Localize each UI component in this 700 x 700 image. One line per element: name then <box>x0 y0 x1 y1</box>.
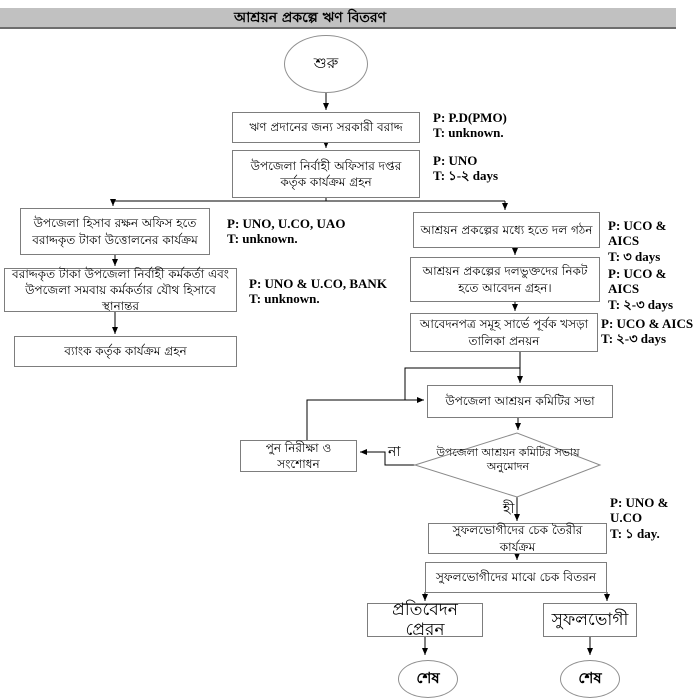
node-beneficiary: সুফলভোগী <box>543 603 637 637</box>
node-label: বরাদ্দকৃত টাকা উপজেলা নির্বাহী কর্মকর্তা… <box>12 266 229 314</box>
node-withdraw: উপজেলা হিসাব রক্ষন অফিস হতে বরাদ্দকৃত টা… <box>20 208 210 255</box>
edge-uno-split-left <box>110 199 505 206</box>
node-group-formation: আশ্রয়ন প্রকল্পের মধ্যে হতে দল গঠন <box>413 212 600 248</box>
node-label: আবেদনপত্র সমূহ সার্ভে পূর্বক খসড়া তালিক… <box>419 317 589 348</box>
annotation-draft-list: P: UCO & AICS T: ২-৩ days <box>601 316 694 347</box>
decision-diamond <box>413 432 602 498</box>
start-terminator: শুরু <box>284 35 368 93</box>
annotation-withdraw: P: UNO, U.CO, UAO T: unknown. <box>227 216 346 247</box>
node-label: সুফলভোগীদের চেক তৈরীর কার্যক্রম <box>452 523 583 554</box>
node-label: আশ্রয়ন প্রকল্পের মধ্যে হতে দল গঠন <box>420 222 593 237</box>
node-govt-allocation: ঋণ প্রদানের জন্য সরকারী বরাদ্দ <box>232 112 420 143</box>
edge-review-to-meeting <box>306 397 424 440</box>
node-label: পুন নিরীক্ষা ও সংশোধন <box>265 440 332 471</box>
node-committee-meeting: উপজেলা আশ্রয়ন কমিটির সভা <box>427 385 613 418</box>
node-decision: উপজেলা আশ্রয়ন কমিটির সভায় অনুমোদন <box>436 446 580 474</box>
annotation-cheque-prepare: P: UNO & U.CO T: ১ day. <box>610 495 669 541</box>
node-report: প্রতিবেদন প্রেরন <box>367 600 483 640</box>
annotation-uno-office: P: UNO T: ১-২ days <box>433 153 499 184</box>
edge-label-yes: হী <box>503 501 515 517</box>
node-application: আশ্রয়ন প্রকল্পের দলভুক্তদের নিকট হতে আব… <box>410 257 600 302</box>
edge-decision-no <box>360 449 415 466</box>
node-uno-office: উপজেলা নির্বাহী অফিসার দপ্তর কর্তৃক কার্… <box>232 150 420 198</box>
node-label: সুফলভোগী <box>551 609 629 630</box>
annotation-govt-allocation: P: P.D(PMO) T: unknown. <box>433 110 507 141</box>
node-cheque-distribute: সুফলভোগীদের মাঝে চেক বিতরন <box>425 562 607 593</box>
page-title-text: আশ্রয়ন প্রকল্পে ঋণ বিতরণ <box>233 9 387 26</box>
node-draft-list: আবেদনপত্র সমূহ সার্ভে পূর্বক খসড়া তালিক… <box>410 313 598 352</box>
node-label: উপজেলা নির্বাহী অফিসার দপ্তর কর্তৃক কার্… <box>250 158 402 189</box>
annotation-application: P: UCO & AICS T: ২-৩ days <box>608 266 674 312</box>
edge-draft-branch-left <box>404 367 520 400</box>
edge-label-no: না <box>388 444 401 460</box>
end-terminator-left: শেষ <box>398 660 458 698</box>
start-label: শুরু <box>313 53 339 72</box>
node-label: প্রতিবেদন প্রেরন <box>392 599 458 640</box>
node-label: উপজেলা আশ্রয়ন কমিটির সভা <box>445 394 595 409</box>
node-label: ঋণ প্রদানের জন্য সরকারী বরাদ্দ <box>249 120 403 135</box>
page-title: আশ্রয়ন প্রকল্পে ঋণ বিতরণ <box>0 8 676 29</box>
end-label: শেষ <box>578 668 602 687</box>
annotation-transfer: P: UNO & U.CO, BANK T: unknown. <box>249 276 387 307</box>
node-label: আশ্রয়ন প্রকল্পের দলভুক্তদের নিকট হতে আব… <box>422 264 588 295</box>
annotation-group-formation: P: UCO & AICS T: ৩ days <box>608 218 667 264</box>
node-label: সুফলভোগীদের মাঝে চেক বিতরন <box>435 570 597 585</box>
node-cheque-prepare: সুফলভোগীদের চেক তৈরীর কার্যক্রম <box>428 523 607 554</box>
node-review: পুন নিরীক্ষা ও সংশোধন <box>240 440 357 472</box>
end-label: শেষ <box>416 668 440 687</box>
node-transfer: বরাদ্দকৃত টাকা উপজেলা নির্বাহী কর্মকর্তা… <box>4 266 237 314</box>
node-label: উপজেলা হিসাব রক্ষন অফিস হতে বরাদ্দকৃত টা… <box>32 216 198 247</box>
node-bank: ব্যাংক কর্তৃক কার্যক্রম গ্রহন <box>14 336 237 367</box>
node-label: ব্যাংক কর্তৃক কার্যক্রম গ্রহন <box>64 344 187 359</box>
end-terminator-right: শেষ <box>560 660 620 698</box>
